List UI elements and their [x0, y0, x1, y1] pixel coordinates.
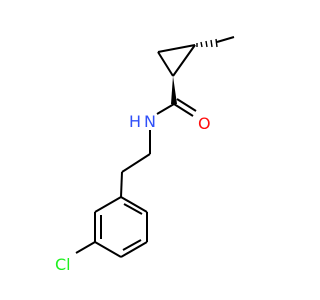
nitrogen-label: N [144, 112, 156, 131]
bond-ethyl-chain [121, 153, 151, 173]
bond-methyl [216, 36, 235, 43]
benzene-ring [94, 196, 148, 258]
bond-ring-chlorine [75, 241, 96, 254]
bond-carbonyl-1 [173, 103, 194, 117]
oxygen-label: O [198, 114, 211, 133]
wedge-bond-carbonyl [171, 76, 177, 104]
bond-cyclopropane-top [157, 44, 196, 53]
bond-cyclopropane-right [172, 44, 196, 77]
bond-carbonyl-2 [176, 98, 197, 112]
molecule-drawing: N H O Cl [55, 36, 235, 274]
hashed-wedge-methyl [196, 38, 218, 48]
bond-chain-ring [120, 171, 123, 198]
bond-cyclopropane-left [157, 51, 174, 77]
bond-carbonyl-nitrogen [156, 103, 175, 115]
hydrogen-label: H [129, 112, 141, 131]
structure-canvas: N H O Cl [55, 36, 235, 274]
chlorine-label: Cl [55, 255, 71, 274]
